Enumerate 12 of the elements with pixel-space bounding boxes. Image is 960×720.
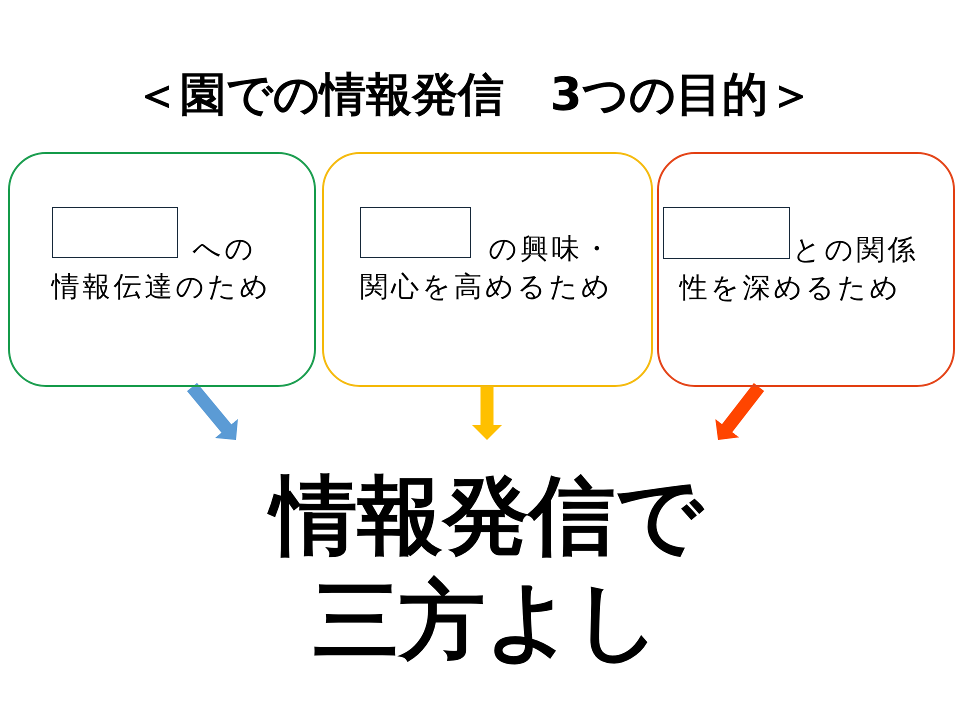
answer-box [52, 206, 178, 258]
rounded-box [657, 152, 955, 387]
answer-box [662, 206, 790, 258]
box-text: への情報伝達のため [52, 232, 272, 302]
answer-box [360, 206, 470, 258]
rounded-box [322, 152, 653, 387]
title: ＜園での情報発信 3つの目的＞ [134, 66, 814, 122]
slogan-text: 情報発信で三方よし [207, 440, 767, 674]
box-text: の興味・関心を高めるため [360, 232, 614, 302]
rounded-box [8, 152, 316, 387]
arrow [472, 387, 502, 440]
box-text: との関係性を深めるため [680, 232, 918, 304]
